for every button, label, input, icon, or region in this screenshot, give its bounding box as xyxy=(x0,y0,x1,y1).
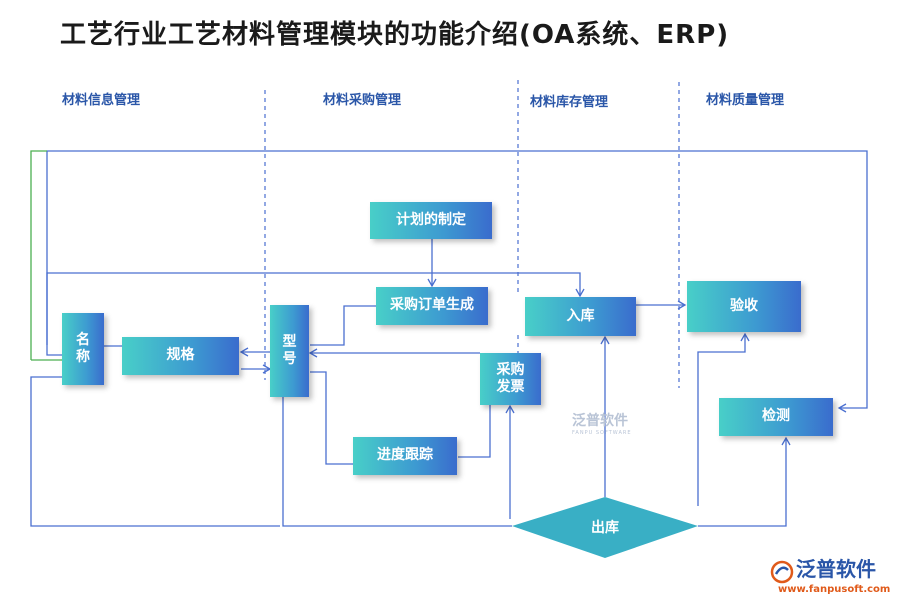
stock-out-label: 出库 xyxy=(591,520,619,536)
watermark-sub: FANPU SOFTWARE xyxy=(572,430,632,436)
arrow-stockout-to-inspection xyxy=(698,436,791,527)
link-tracking-to-invoice xyxy=(458,405,491,458)
name-box-line1: 名 xyxy=(76,331,90,348)
column-label-quality: 材料质量管理 xyxy=(706,93,785,108)
column-dividers xyxy=(264,80,680,398)
green-link-line xyxy=(30,150,47,360)
model-box-line2: 号 xyxy=(282,351,297,367)
invoice-box-line2: 发票 xyxy=(496,379,525,395)
purchase-order-box: 采购订单生成 xyxy=(376,287,488,325)
arrow-name-to-inspection xyxy=(46,150,868,413)
brand-logo: 泛普软件 www.fanpusoft.com xyxy=(770,553,890,595)
name-box: 名 称 xyxy=(62,313,104,385)
watermark-name: 泛普软件 xyxy=(572,413,628,429)
page-title: 工艺行业工艺材料管理模块的功能介绍(OA系统、ERP) xyxy=(60,20,730,50)
arrow-stockout-to-model xyxy=(278,373,512,527)
watermark: 泛普软件 FANPU SOFTWARE xyxy=(572,410,632,436)
arrow-name-to-stockin xyxy=(46,272,585,356)
inspection-box: 检测 xyxy=(719,398,833,436)
plan-box: 计划的制定 xyxy=(370,202,492,239)
progress-tracking-box: 进度跟踪 xyxy=(353,437,457,475)
logo-icon xyxy=(770,560,794,583)
name-box-line2: 称 xyxy=(76,349,90,365)
model-box-line1: 型 xyxy=(282,333,297,350)
invoice-box-line1: 采购 xyxy=(496,361,525,378)
column-label-purchase: 材料采购管理 xyxy=(323,93,402,108)
arrow-bottom-to-name xyxy=(30,372,280,527)
acceptance-box: 验收 xyxy=(687,281,801,332)
link-model-to-tracking xyxy=(310,371,353,465)
spec-box: 规格 xyxy=(122,337,239,375)
model-box: 型 号 xyxy=(270,305,309,397)
column-label-inventory: 材料库存管理 xyxy=(530,95,609,110)
purchase-invoice-box: 采购 发票 xyxy=(480,353,541,405)
column-label-info: 材料信息管理 xyxy=(62,93,141,108)
stock-in-box: 入库 xyxy=(525,297,636,336)
stock-out-diamond-shape xyxy=(512,497,698,558)
link-order-to-model xyxy=(310,305,376,346)
logo-name: 泛普软件 xyxy=(796,557,876,581)
logo-url: www.fanpusoft.com xyxy=(778,583,891,595)
arrow-stockout-to-acceptance xyxy=(697,332,750,506)
